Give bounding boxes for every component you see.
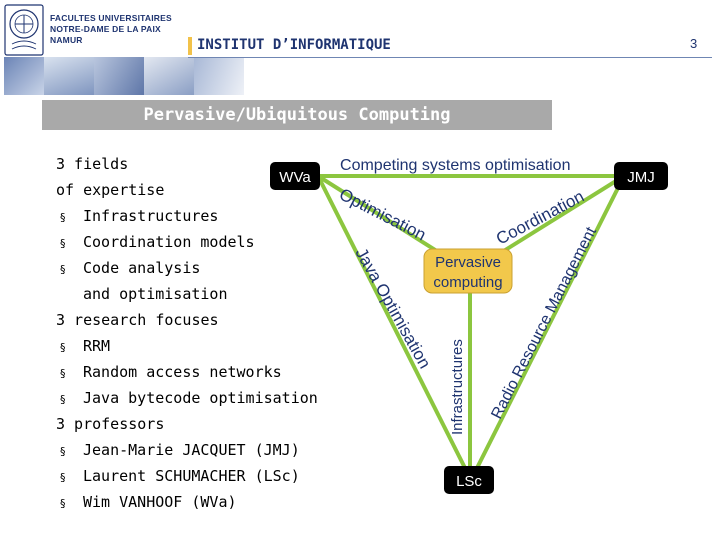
coordination-text: Coordination	[493, 187, 587, 249]
bullet-marker: §	[60, 341, 66, 354]
photo-tile	[194, 57, 244, 95]
slide-title: Pervasive/Ubiquitous Computing	[143, 105, 451, 125]
node-wva-label: WVa	[279, 169, 311, 186]
photo-tile	[4, 57, 44, 95]
center-label: Pervasive	[435, 254, 501, 271]
bullet-marker: §	[60, 367, 66, 380]
top-edge-label: Competing systems optimisation	[340, 157, 570, 174]
java-optimisation-text: Java Optimisation	[352, 245, 435, 372]
triangle-edge	[474, 175, 626, 471]
page-number: 3	[690, 36, 698, 51]
node-wva	[270, 162, 320, 190]
fields-heading: of expertise	[56, 181, 165, 199]
list-item: Coordination models	[83, 233, 255, 251]
bullet-marker: §	[60, 211, 66, 224]
node-jmj-label: JMJ	[627, 169, 655, 186]
list-item-continuation: and optimisation	[83, 285, 228, 303]
center-node	[423, 248, 513, 294]
bullet-marker: §	[60, 263, 66, 276]
bullet-marker: §	[60, 393, 66, 406]
node-lsc-label: LSc	[456, 473, 482, 490]
list-item: Jean-Marie JACQUET (JMJ)	[83, 441, 300, 459]
infrastructures-text: Infrastructures	[449, 339, 466, 435]
list-item: Laurent SCHUMACHER (LSc)	[83, 467, 300, 485]
node-jmj	[614, 162, 668, 190]
university-line: NAMUR	[50, 35, 83, 45]
java-optimisation-label: Java Optimisation	[352, 245, 435, 372]
photo-tile	[94, 57, 144, 95]
photo-tile	[44, 57, 94, 95]
header-accent-bar	[188, 37, 192, 55]
coordination-label: Coordination	[493, 187, 587, 249]
university-seal-logo	[4, 4, 44, 56]
photo-tile	[144, 57, 194, 95]
professors-heading: 3 professors	[56, 415, 165, 433]
triangle-edge	[316, 175, 468, 471]
list-item: Random access networks	[83, 363, 282, 381]
university-line: NOTRE-DAME DE LA PAIX	[50, 24, 161, 34]
fields-heading: 3 fields	[56, 155, 129, 173]
list-item: RRM	[83, 337, 111, 355]
bullet-marker: §	[60, 471, 66, 484]
slide-title-band: Pervasive/Ubiquitous Computing	[42, 100, 552, 130]
header-rule	[188, 57, 712, 58]
research-heading: 3 research focuses	[56, 311, 219, 329]
header-photo-strip	[4, 57, 244, 95]
bullet-marker: §	[60, 497, 66, 510]
node-lsc	[444, 466, 494, 494]
university-name: FACULTES UNIVERSITAIRES NOTRE-DAME DE LA…	[50, 13, 172, 46]
list-item: Java bytecode optimisation	[83, 389, 318, 407]
university-line: FACULTES UNIVERSITAIRES	[50, 13, 172, 23]
institute-title: INSTITUT D’INFORMATIQUE	[197, 37, 391, 53]
bullet-marker: §	[60, 445, 66, 458]
bullet-marker: §	[60, 237, 66, 250]
infrastructures-label: Infrastructures	[449, 339, 466, 435]
center-label: computing	[433, 274, 502, 291]
list-item: Infrastructures	[83, 207, 219, 225]
list-item: Code analysis	[83, 259, 201, 277]
list-item: Wim VANHOOF (WVa)	[83, 493, 237, 511]
top-edge-text: Competing systems optimisation	[340, 157, 570, 174]
